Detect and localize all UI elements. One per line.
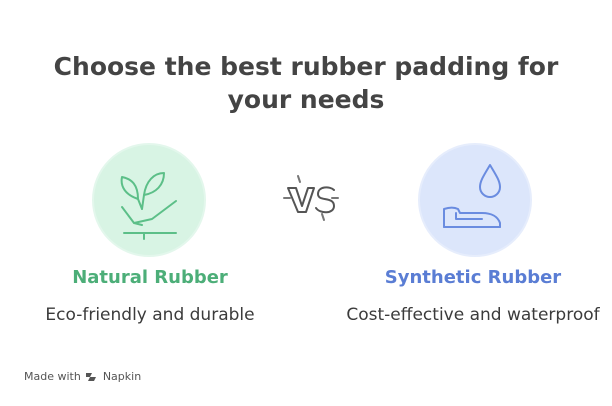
vs-badge: VS xyxy=(278,170,339,221)
synthetic-rubber-circle xyxy=(418,143,532,257)
made-with-text: Made with xyxy=(24,370,81,383)
napkin-logo-icon xyxy=(85,372,96,381)
plant-sprout-icon xyxy=(120,172,177,240)
synthetic-rubber-description: Cost-effective and waterproof xyxy=(346,305,600,325)
napkin-brand-text: Napkin xyxy=(102,370,142,383)
page-title: Choose the best rubber padding for your … xyxy=(53,52,559,114)
synthetic-rubber-label: Synthetic Rubber xyxy=(384,267,562,288)
natural-rubber-circle xyxy=(92,143,206,257)
vs-text: VS xyxy=(278,170,280,171)
footer-attribution[interactable]: Made with Napkin xyxy=(24,370,141,383)
water-drop-shoe-icon xyxy=(443,164,501,228)
natural-rubber-description: Eco-friendly and durable xyxy=(45,305,255,325)
natural-rubber-label: Natural Rubber xyxy=(72,267,228,288)
